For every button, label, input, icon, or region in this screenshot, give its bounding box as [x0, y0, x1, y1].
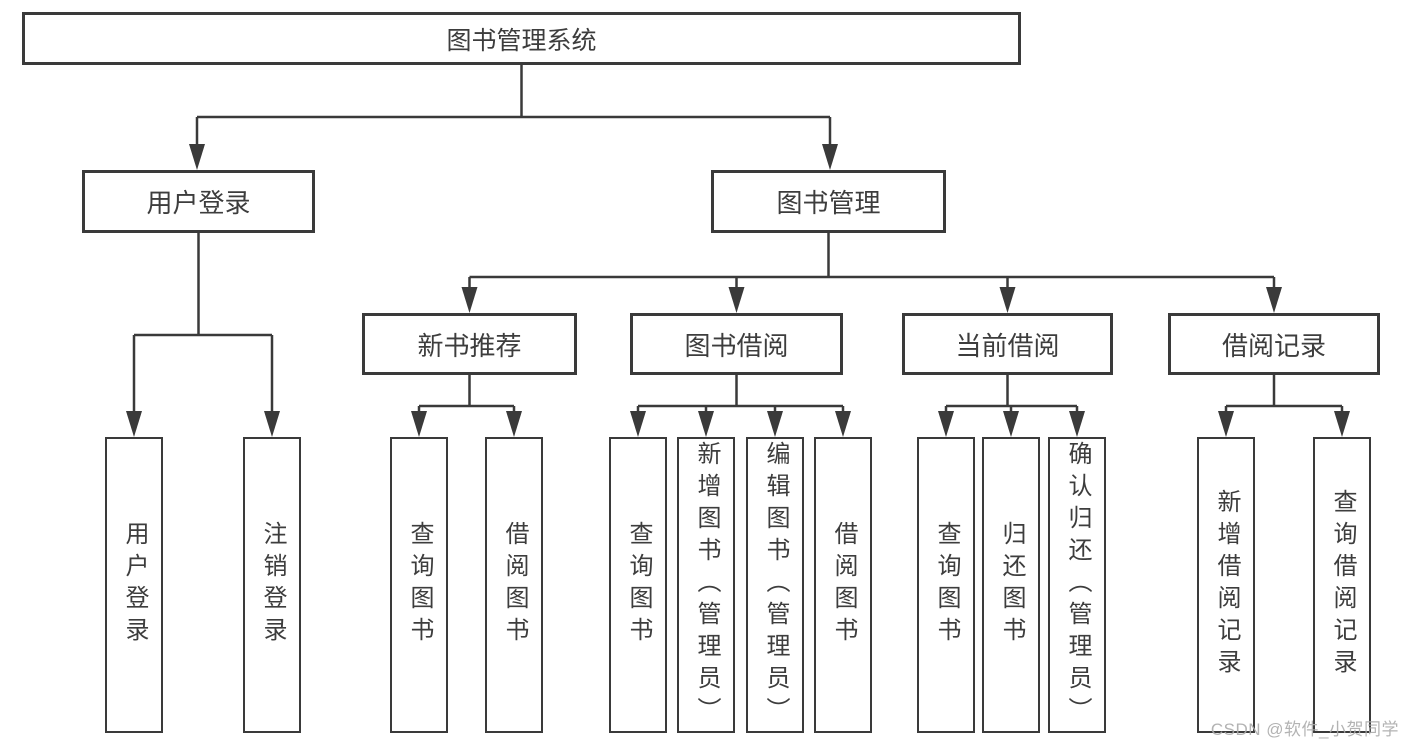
leaf-borrowing-add-book-admin-label: 新增图书（管理员）	[693, 441, 720, 729]
leaf-records-query-record: 查询借阅记录	[1313, 437, 1371, 733]
leaf-current-return-books: 归还图书	[982, 437, 1040, 733]
connector-new-book-to-leaves	[411, 375, 522, 437]
leaf-newbook-borrow-books-label: 借阅图书	[501, 521, 528, 649]
leaf-user-login: 用户登录	[105, 437, 163, 733]
node-book-borrow: 图书借阅	[630, 313, 843, 375]
connector-borrow-records-to-leaves	[1218, 375, 1350, 437]
node-current-borrow: 当前借阅	[902, 313, 1113, 375]
connector-user-login-to-leaves	[126, 233, 280, 437]
node-book-borrow-label: 图书借阅	[684, 330, 789, 361]
connector-book-management-to-level3	[461, 233, 1282, 313]
node-root-system: 图书管理系统	[22, 12, 1021, 65]
leaf-logout-label: 注销登录	[259, 521, 286, 649]
leaf-current-query-books: 查询图书	[917, 437, 975, 733]
leaf-records-add-record-label: 新增借阅记录	[1213, 489, 1240, 681]
leaf-records-query-record-label: 查询借阅记录	[1329, 489, 1356, 681]
node-borrow-records: 借阅记录	[1168, 313, 1380, 375]
node-new-book-recommend-label: 新书推荐	[417, 330, 522, 361]
leaf-newbook-query-books-label: 查询图书	[406, 521, 433, 649]
leaf-newbook-query-books: 查询图书	[390, 437, 448, 733]
node-book-management: 图书管理	[711, 170, 946, 233]
leaf-borrowing-add-book-admin: 新增图书（管理员）	[677, 437, 735, 733]
leaf-current-return-books-label: 归还图书	[998, 521, 1025, 649]
node-current-borrow-label: 当前借阅	[955, 330, 1060, 361]
csdn-watermark: CSDN @软件_小贺同学	[1210, 720, 1399, 739]
leaf-current-confirm-return-admin: 确认归还（管理员）	[1048, 437, 1106, 733]
connector-root-to-level2	[189, 65, 838, 170]
leaf-logout: 注销登录	[243, 437, 301, 733]
leaf-user-login-label: 用户登录	[121, 521, 148, 649]
leaf-borrowing-edit-book-admin: 编辑图书（管理员）	[746, 437, 804, 733]
connector-current-borrow-to-leaves	[938, 375, 1085, 437]
node-user-login: 用户登录	[82, 170, 315, 233]
leaf-current-query-books-label: 查询图书	[933, 521, 960, 649]
node-user-login-label: 用户登录	[146, 188, 251, 218]
connector-book-borrow-to-leaves	[630, 375, 851, 437]
leaf-borrowing-query-books-label: 查询图书	[625, 521, 652, 649]
leaf-borrowing-borrow-books-label: 借阅图书	[830, 521, 857, 649]
node-borrow-records-label: 借阅记录	[1221, 330, 1326, 361]
leaf-borrowing-query-books: 查询图书	[609, 437, 667, 733]
node-book-management-label: 图书管理	[776, 188, 881, 218]
node-new-book-recommend: 新书推荐	[362, 313, 577, 375]
leaf-records-add-record: 新增借阅记录	[1197, 437, 1255, 733]
node-root-system-label: 图书管理系统	[446, 26, 597, 55]
leaf-borrowing-edit-book-admin-label: 编辑图书（管理员）	[762, 441, 789, 729]
leaf-newbook-borrow-books: 借阅图书	[485, 437, 543, 733]
leaf-current-confirm-return-admin-label: 确认归还（管理员）	[1064, 441, 1091, 729]
leaf-borrowing-borrow-books: 借阅图书	[814, 437, 872, 733]
